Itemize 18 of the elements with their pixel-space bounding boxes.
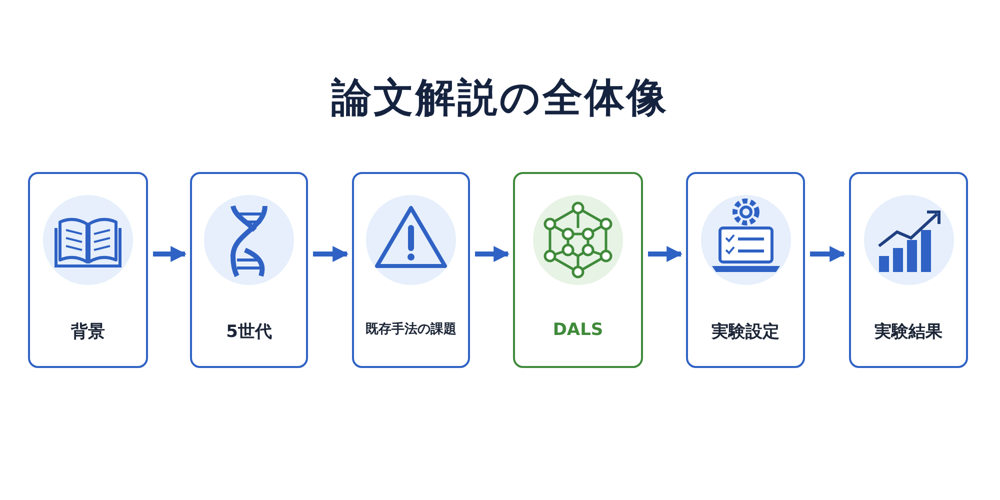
node-label: DALS <box>552 320 604 340</box>
process-box <box>352 172 470 368</box>
node-label: 実験設定 <box>712 322 780 342</box>
arrow <box>648 246 683 262</box>
arrow <box>475 246 510 262</box>
arrow <box>810 246 846 262</box>
process-box <box>190 172 308 368</box>
arrow <box>313 246 349 262</box>
process-box <box>513 172 643 368</box>
node-label: 背景 <box>71 322 105 342</box>
arrow <box>153 246 187 262</box>
title: 論文解説の全体像 <box>332 75 668 121</box>
process-box <box>28 172 148 368</box>
process-box <box>849 172 968 368</box>
node-label: 実験結果 <box>874 322 942 342</box>
node-label: 5世代 <box>226 322 272 342</box>
node-label: 既存手法の課題 <box>366 322 456 337</box>
process-box <box>686 172 805 368</box>
